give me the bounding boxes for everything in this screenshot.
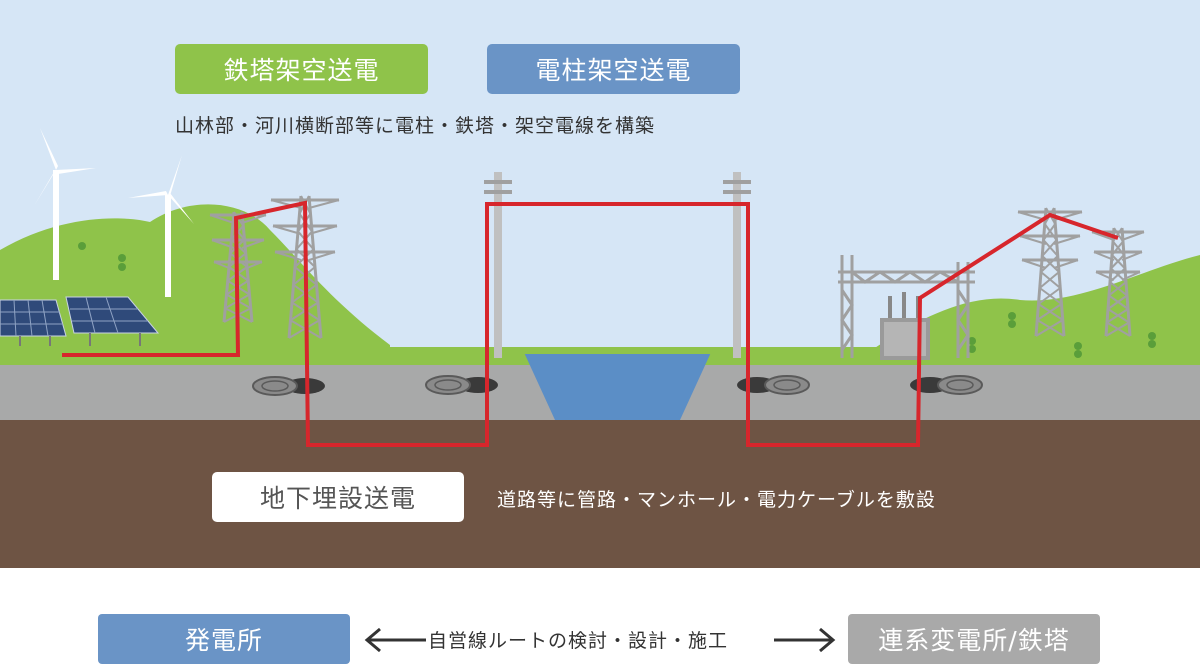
utility-pole-icon <box>723 172 751 358</box>
right-hill <box>850 255 1200 365</box>
underground-caption: 道路等に管路・マンホール・電力ケーブルを敷設 <box>497 489 936 511</box>
arrow-left-icon <box>364 627 426 653</box>
underground-label: 地下埋設送電 <box>212 472 464 522</box>
route-description: 自営線ルートの検討・設計・施工 <box>428 630 729 652</box>
overhead-pole-label: 電柱架空送電 <box>487 44 740 94</box>
substation-icon <box>838 255 975 358</box>
transmission-tower-icon <box>1091 227 1145 337</box>
overhead-caption: 山林部・河川横断部等に電柱・鉄塔・架空電線を構築 <box>175 115 656 137</box>
wind-turbine-icon <box>34 128 96 280</box>
arrow-right-icon <box>774 627 836 653</box>
towers <box>209 195 1145 339</box>
shrubs <box>78 242 1156 358</box>
solar-panel-icon <box>0 296 160 346</box>
wind-turbine-icon <box>128 155 194 297</box>
soil <box>0 420 1200 568</box>
river <box>522 348 713 420</box>
river-bank-gap <box>515 348 720 354</box>
transmission-tower-icon <box>1017 207 1083 337</box>
substation-tower-label: 連系変電所/鉄塔 <box>848 614 1100 664</box>
utility-pole-icon <box>484 172 512 358</box>
power-station-label: 発電所 <box>98 614 350 664</box>
overhead-tower-label: 鉄塔架空送電 <box>175 44 428 94</box>
manhole-icon <box>252 376 325 396</box>
power-route-line <box>62 200 1119 447</box>
